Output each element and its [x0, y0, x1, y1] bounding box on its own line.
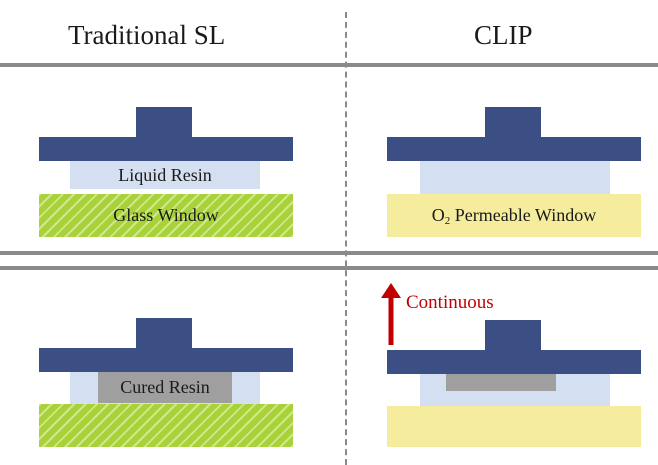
build-plate — [39, 348, 293, 372]
continuous-label: Continuous — [406, 292, 494, 313]
build-plate-stem — [485, 320, 541, 350]
build-plate-stem — [485, 107, 541, 137]
build-plate-stem — [136, 318, 192, 348]
header-clip: CLIP — [474, 20, 533, 50]
cured-resin-layer: Cured Resin — [98, 372, 232, 403]
arrow-shaft — [388, 296, 394, 345]
row-divider-bottom — [0, 266, 658, 270]
build-plate — [387, 137, 641, 161]
continuous-arrow — [380, 283, 402, 345]
cured-resin-label: Cured Resin — [120, 377, 210, 397]
liquid-resin-side-left — [420, 374, 446, 391]
glass-window — [39, 404, 293, 447]
cured-resin-layer — [446, 374, 556, 391]
column-divider — [345, 12, 347, 465]
build-plate — [387, 350, 641, 374]
liquid-resin-layer: Liquid Resin — [70, 161, 260, 189]
row-divider-top — [0, 251, 658, 255]
build-plate-stem — [136, 107, 192, 137]
glass-window-label: Glass Window — [113, 205, 219, 225]
liquid-resin-side-right — [556, 374, 610, 391]
header-divider — [0, 63, 658, 67]
o2-permeable-window-label: O2 Permeable Window — [431, 204, 597, 227]
arrow-head — [381, 283, 401, 298]
o2-permeable-window: O2 Permeable Window — [387, 194, 641, 237]
header-traditional-sl: Traditional SL — [68, 20, 226, 50]
build-plate — [39, 137, 293, 161]
o2-permeable-window — [387, 406, 641, 447]
glass-window: Glass Window — [39, 194, 293, 237]
liquid-resin-layer — [420, 161, 610, 194]
liquid-resin-layer — [420, 391, 610, 406]
liquid-resin-label: Liquid Resin — [118, 164, 212, 185]
